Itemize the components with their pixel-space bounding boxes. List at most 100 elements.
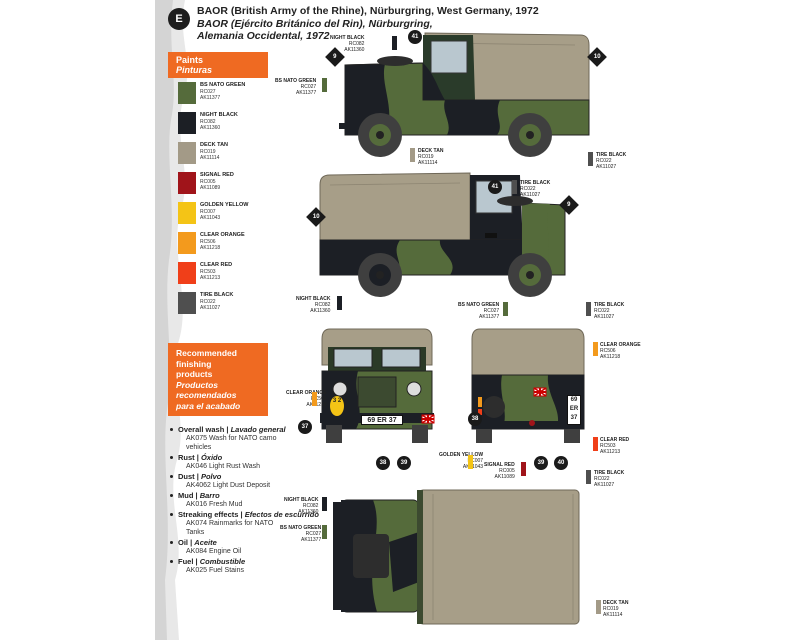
swatch-rear-tire	[586, 470, 591, 484]
finishing-item-heading: Fuel | Combustible	[178, 557, 246, 566]
finishing-heading-es-3: para el acabado	[176, 400, 241, 411]
rear-number-plate: 69 ER 37	[567, 395, 581, 425]
finishing-product: vehicles	[186, 444, 212, 451]
top-view	[333, 489, 580, 625]
front-number-plate: 69 ER 37	[361, 415, 403, 425]
finishing-item-heading: Mud | Barro	[178, 491, 220, 500]
paint-name: NIGHT BLACK	[200, 112, 238, 118]
swatch-top-nightblack	[322, 497, 327, 511]
paint-swatch	[178, 232, 196, 254]
finishing-product: AK046 Light Rust Wash	[186, 463, 261, 470]
finishing-product: AK025 Fuel Stains	[186, 567, 244, 574]
finishing-item-heading: Oil | Aceite	[178, 538, 217, 547]
marker-39: 39	[397, 456, 411, 470]
paints-heading-es: Pinturas	[176, 65, 213, 75]
finishing-product: AK016 Fresh Mud	[186, 501, 243, 508]
paint-name: CLEAR RED	[200, 262, 233, 268]
swatch-side2-tire2	[586, 302, 591, 316]
scheme-title: BAOR (British Army of the Rhine), Nürbur…	[197, 5, 617, 43]
swatch-rear-orange	[593, 342, 598, 356]
paint-swatch	[178, 172, 196, 194]
finishing-heading-box: Recommended finishing products Productos…	[168, 343, 268, 416]
swatch-rear-red	[593, 437, 598, 451]
finishing-heading-es-1: Productos	[176, 379, 219, 390]
paint-name: CLEAR ORANGE	[200, 232, 245, 238]
front-formation-sign: 3 2	[330, 396, 344, 416]
finishing-item-heading: Dust | Polvo	[178, 472, 222, 481]
paint-name: TIRE BLACK	[200, 292, 234, 298]
swatch-side2-nightblack	[337, 296, 342, 310]
swatch-side1-decktan	[410, 148, 415, 162]
rear-view	[471, 328, 585, 443]
finishing-item: Streaking effects | Efectos de escurrido…	[170, 510, 320, 537]
finishing-product: Tanks	[186, 529, 205, 536]
side-view-right-profile	[319, 172, 566, 297]
swatch-golden-yellow	[468, 455, 473, 469]
marker-39-b: 39	[534, 456, 548, 470]
marker-41-b: 41	[488, 180, 502, 194]
paint-name: DECK TAN	[200, 142, 229, 148]
swatch-side1-nato	[322, 78, 327, 92]
paint-swatch	[178, 202, 196, 224]
title-spanish-line-1: BAOR (Ejército Británico del Rin), Nürbu…	[197, 17, 433, 30]
paint-swatch	[178, 142, 196, 164]
finishing-heading-en-1: Recommended	[176, 348, 237, 358]
swatch-top-decktan	[596, 600, 601, 614]
paint-name: BS NATO GREEN	[200, 82, 246, 88]
marker-38: 38	[376, 456, 390, 470]
swatch-front-orange	[312, 392, 317, 406]
paint-swatch	[178, 112, 196, 134]
paints-heading-box: Paints Pinturas	[168, 52, 268, 78]
front-small-marking: 6/2	[332, 416, 339, 422]
paint-swatch	[178, 262, 196, 284]
finishing-product: AK084 Engine Oil	[186, 548, 242, 555]
finishing-item-heading: Streaking effects | Efectos de escurrido	[178, 510, 319, 519]
finishing-product: AK074 Rainmarks for NATO	[186, 520, 274, 527]
front-view	[320, 328, 435, 443]
finishing-item-heading: Overall wash | Lavado general	[178, 425, 286, 434]
swatch-side2-nato	[503, 302, 508, 316]
swatch-side1-tire	[588, 152, 593, 166]
marker-37: 37	[298, 420, 312, 434]
swatch-side2-tire	[512, 180, 517, 194]
finishing-product: AK4062 Light Dust Deposit	[186, 482, 271, 489]
paints-heading-en: Paints	[176, 55, 204, 65]
swatch-signal-red	[521, 462, 526, 476]
finishing-heading-es-2: recomendados	[176, 390, 237, 400]
finishing-heading-en-3: products	[176, 369, 213, 379]
swatch-top-nato	[322, 525, 327, 539]
paint-swatch	[178, 292, 196, 314]
paint-name: GOLDEN YELLOW	[200, 202, 249, 208]
finishing-heading-en-2: finishing	[176, 358, 212, 369]
title-english: BAOR (British Army of the Rhine), Nürbur…	[197, 5, 539, 17]
